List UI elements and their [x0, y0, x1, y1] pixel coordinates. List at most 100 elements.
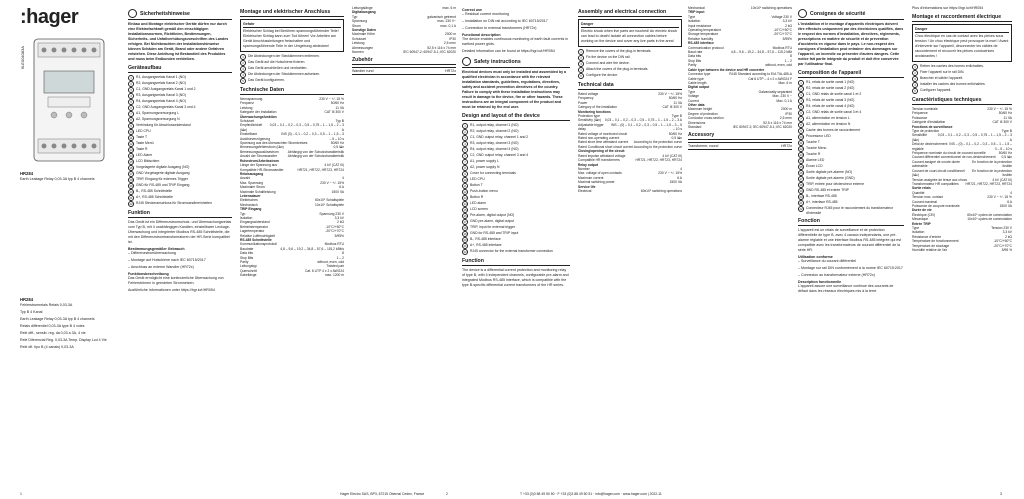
- tech-value: 4,8 – 9,6 – 19,2 – 34,8 – 57,6 – 115,2 k…: [730, 50, 792, 55]
- item-number: 21: [798, 200, 804, 206]
- tech-label: Isolation: [688, 19, 701, 24]
- section-heading: Technical data: [578, 82, 682, 90]
- tech-row: TRIP input: [688, 10, 792, 14]
- item-text: Cache des bornes de raccordement: [806, 128, 860, 132]
- tech-label: Type de protection: [912, 129, 940, 134]
- tech-value: INS (0) – 0,1 – 0,2 – 0,3 – 0,5 – 1 – 1,…: [281, 132, 344, 141]
- item-text: Vorgelagerte digitale Ausgang (NO): [136, 165, 190, 169]
- func-text: The device enables continuous monitoring…: [462, 37, 569, 46]
- more-info-link[interactable]: Plus d'informations sur https://hgr.io/r…: [912, 6, 984, 10]
- danger-text: Electric shock when live parts are touch…: [581, 29, 678, 43]
- tech-row: Einstellbare Auslöseverzögerung INS (0) –…: [240, 132, 344, 141]
- tech-value: IEC 60947-2; 60947-5-1; IEC 62020: [403, 50, 456, 55]
- tech-row: Sonstige Daten: [352, 28, 456, 32]
- more-info-link[interactable]: Ausführliche Informationen unter https:/…: [128, 288, 215, 292]
- tech-label: Rated Conditional short circuit current: [578, 144, 634, 149]
- section-heading: Assembly and electrical connection: [578, 9, 682, 17]
- item-text: R2, output relay, channel 2 (NO): [470, 129, 519, 133]
- danger-box: Danger Electric shock when live parts ar…: [578, 19, 682, 47]
- device-illustration: [20, 35, 118, 165]
- tech-row: Lagertemperatur-20°C/+70°C: [240, 229, 344, 233]
- item-number: 1: [912, 64, 918, 70]
- tech-row: Storage temperature-20°C/+70°C: [688, 32, 792, 36]
- tech-value: galvanisch getrennt: [427, 14, 456, 19]
- tech-value: Galvanically separated: [758, 89, 792, 94]
- item-text: Configure the device.: [586, 73, 619, 77]
- product-desc-line: Relé dif. tipo B (4 canais) 0,03-3A: [20, 345, 74, 349]
- tech-row: Sensibilité (Ιᐃn)0,03 – 0,1 – 0,2 – 0,3 …: [912, 133, 1012, 142]
- tech-label: Anzahl der Stromwandler: [240, 154, 278, 159]
- use-item: – Montage sur rail DIN conformément à la…: [798, 266, 903, 271]
- tech-value: 3,3 kV: [782, 19, 792, 24]
- tech-label: Sensibilité (Ιᐃn): [912, 133, 928, 142]
- tech-value: 50/60 Hz: [668, 131, 682, 136]
- item-number: 4: [128, 93, 134, 99]
- hager-logo: :hager: [20, 6, 79, 28]
- item-number: 5: [462, 147, 468, 153]
- item-text: Verbindung für Abschlusswiderstand: [136, 123, 191, 127]
- item-text: LCD Bildschirm: [136, 159, 160, 163]
- item-number: 12: [128, 141, 134, 147]
- tech-label: Tension assignée de tenue aux chocs: [912, 177, 967, 182]
- tech-label: Digitalausgang: [352, 10, 376, 15]
- item-number: 21: [462, 243, 468, 249]
- item-text: A+, interface RS-485: [806, 200, 838, 204]
- tech-label: Rated non-operating current: [578, 136, 620, 141]
- item-number: 20: [798, 194, 804, 200]
- tech-label: Baud rate: [688, 50, 703, 55]
- tech-value: 2000 m: [445, 32, 456, 37]
- tech-label: Einstellbare Auslöseverzögerung: [240, 132, 271, 141]
- item-number: 9: [798, 128, 804, 134]
- column-french-1: Consignes de sécurité L'installation et …: [798, 6, 904, 485]
- tech-label: Température de fonctionnement: [912, 239, 959, 244]
- tech-row: Durée de vie: [912, 208, 1012, 212]
- tech-label: Leistung: [352, 41, 365, 46]
- item-text: Pre-alarm, digital output (NO): [470, 213, 515, 217]
- tech-row: Bemessungsfehlerstrom (Ιᐃn)0,5 Ιᐃn: [240, 145, 344, 149]
- tech-label: Quantité: [912, 190, 925, 195]
- tech-label: Électrique (CEI): [912, 212, 936, 217]
- section-heading: Consignes de sécurité: [798, 9, 904, 20]
- item-number: 7: [462, 159, 468, 165]
- tech-value: -10°C/+50°C: [773, 28, 792, 33]
- item-text: Installer les caches des bornes enfichab…: [920, 82, 986, 86]
- item-text: LCD screen: [470, 207, 488, 211]
- tech-value: -20°C/+70°C: [325, 229, 344, 234]
- tech-row: RS-485 Schnittstelle: [240, 238, 344, 242]
- item-text: Das Gerät konfigurieren.: [248, 78, 285, 82]
- tech-value: Abhängig von der Schutzcharakteristik: [287, 149, 344, 154]
- tech-label: Überwachungsfunktion: [240, 114, 277, 119]
- item-number: 4: [798, 98, 804, 104]
- tech-value: without, even, odd: [765, 63, 792, 68]
- section-heading: Fonction: [798, 218, 904, 227]
- tech-value: Voltage 230 V: [771, 14, 792, 19]
- tech-value: Modbus RTU: [324, 242, 344, 247]
- more-info-link[interactable]: Detailed information can be found at htt…: [462, 49, 555, 53]
- tech-label: Spannung: [352, 19, 368, 24]
- tech-value: 2 kΩ: [1005, 234, 1012, 239]
- tech-label: Elektrisches: [240, 198, 258, 203]
- tech-value: 4 kV (CAT III): [324, 163, 344, 168]
